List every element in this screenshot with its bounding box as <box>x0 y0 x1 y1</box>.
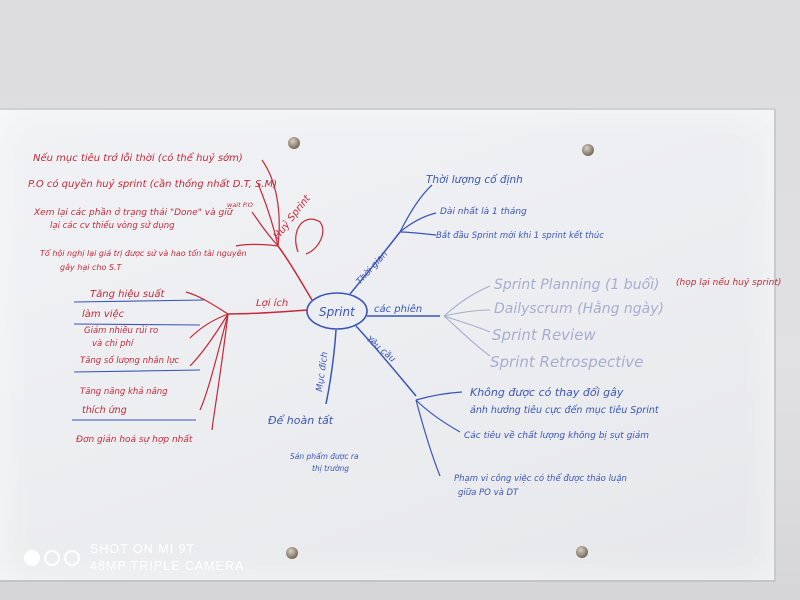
cac-phien-fan-4 <box>443 315 491 357</box>
huy-fan-3 <box>251 211 279 247</box>
loi-ich-item-6: Tăng năng khả năng <box>80 386 168 397</box>
thoi-gian-fan-3 <box>399 231 437 236</box>
board-screw-top-left <box>288 137 300 149</box>
whiteboard-top-edge <box>0 108 776 110</box>
yeu-cau-branch-line <box>355 325 417 397</box>
muc-dich-branch-line <box>325 329 337 405</box>
watermark-line-1: SHOT ON MI 9T <box>90 542 196 556</box>
thoi-gian-item-1: Thời lượng cố định <box>426 174 523 186</box>
yeu-cau-item-2: ảnh hưởng tiêu cực đến mục tiêu Sprint <box>470 405 660 416</box>
planning-note: (họp lại nếu huỷ sprint) <box>676 277 781 288</box>
thoi-gian-branch-line <box>349 231 401 295</box>
watermark-line-2: 48MP TRIPLE CAMERA <box>90 559 245 573</box>
board-screw-bottom-right <box>576 546 588 558</box>
cac-phien-fan-3 <box>443 315 491 333</box>
thoi-gian-item-2: Dài nhất là 1 tháng <box>440 206 527 217</box>
huy-fan-2 <box>257 182 279 247</box>
huy-item-5: Tổ hội nghị lại giá trị được sử và hao t… <box>40 248 247 258</box>
loi-ich-item-3: Giảm nhiều rủi ro <box>84 325 158 336</box>
watermark-dot <box>24 550 40 566</box>
yeu-cau-item-1: Không được có thay đổi gây <box>470 386 624 399</box>
loi-ich-item-2: làm việc <box>82 308 125 320</box>
cac-phien-item-2: Dailyscrum (Hằng ngày) <box>494 300 664 317</box>
thoi-gian-fan-2 <box>399 212 437 233</box>
board-screw-top-right <box>582 144 594 156</box>
huy-branch-curl <box>295 218 324 255</box>
loi-ich-underline-3 <box>73 369 201 373</box>
cac-phien-item-4: Sprint Retrospective <box>490 353 643 371</box>
loi-ich-underline-1 <box>73 299 205 303</box>
thoi-gian-item-3: Bắt đầu Sprint mới khi 1 sprint kết thúc <box>436 230 604 241</box>
camera-watermark: SHOT ON MI 9T 48MP TRIPLE CAMERA <box>24 538 244 578</box>
branch-label-yeu-cau: Yêu cầu <box>364 334 398 365</box>
cac-phien-item-1: Sprint Planning (1 buổi) <box>494 276 659 293</box>
yeu-cau-fan-2 <box>415 399 461 433</box>
yeu-cau-item-4: Phạm vi công việc có thể được thảo luận <box>454 473 627 484</box>
loi-ich-branch-line <box>227 309 308 315</box>
thoi-gian-fan-1 <box>399 184 433 233</box>
center-node-ellipse <box>306 292 368 330</box>
loi-ich-fan-3 <box>189 313 229 367</box>
center-node-label: Sprint <box>319 305 356 319</box>
watermark-dot <box>44 550 60 566</box>
cac-phien-fan-2 <box>443 309 491 317</box>
loi-ich-item-5: Tăng số lượng nhân lực <box>80 355 179 366</box>
huy-item-1: Nếu mục tiêu trở lỗi thời (có thể huỷ sớ… <box>33 151 243 164</box>
watermark-text: SHOT ON MI 9T 48MP TRIPLE CAMERA <box>90 541 244 575</box>
yeu-cau-fan-1 <box>415 391 463 401</box>
muc-dich-item-3: thị trường <box>312 464 349 473</box>
yeu-cau-item-3: Các tiêu về chất lượng không bị sụt giảm <box>464 430 649 441</box>
huy-fan-1 <box>261 159 280 247</box>
loi-ich-fan-1 <box>185 291 229 315</box>
loi-ich-item-4: và chi phí <box>92 339 135 349</box>
watermark-dots-icon <box>24 550 80 566</box>
branch-label-muc-dich: Mục đích <box>315 351 331 392</box>
huy-fan-4 <box>235 243 279 247</box>
yeu-cau-fan-3 <box>415 399 441 477</box>
muc-dich-item-2: Sản phẩm được ra <box>290 452 359 461</box>
loi-ich-underline-2 <box>73 323 201 326</box>
huy-note: wait P.O <box>227 201 253 209</box>
muc-dich-item-1: Để hoàn tất <box>268 414 334 427</box>
loi-ich-item-8: Đơn giản hoá sự hợp nhất <box>76 434 193 445</box>
loi-ich-fan-5 <box>211 313 229 431</box>
cac-phien-fan-1 <box>443 285 491 317</box>
loi-ich-fan-4 <box>199 313 229 411</box>
whiteboard <box>0 108 776 582</box>
branch-label-cac-phien: các phiên <box>374 303 422 315</box>
loi-ich-fan-2 <box>189 313 229 339</box>
branch-label-thoi-gian: Thời gian <box>354 249 390 287</box>
board-screw-bottom-left <box>286 547 298 559</box>
huy-item-2: P.O có quyền huỷ sprint (cần thống nhất … <box>28 177 277 190</box>
loi-ich-item-1: Tăng hiệu suất <box>90 288 166 300</box>
yeu-cau-item-5: giữa PO và DT <box>458 488 519 498</box>
watermark-dot <box>64 550 80 566</box>
branch-label-loi-ich: Lợi ích <box>256 297 288 309</box>
loi-ich-item-7: thích ứng <box>82 405 127 416</box>
huy-item-4: lại các cv thiếu vòng sử dụng <box>50 220 175 231</box>
cac-phien-item-3: Sprint Review <box>492 326 596 344</box>
huy-branch-line <box>277 245 313 301</box>
huy-item-3: Xem lại các phần ở trạng thái "Done" và … <box>33 207 234 218</box>
huy-item-6: gây hại cho S.T <box>60 263 123 272</box>
